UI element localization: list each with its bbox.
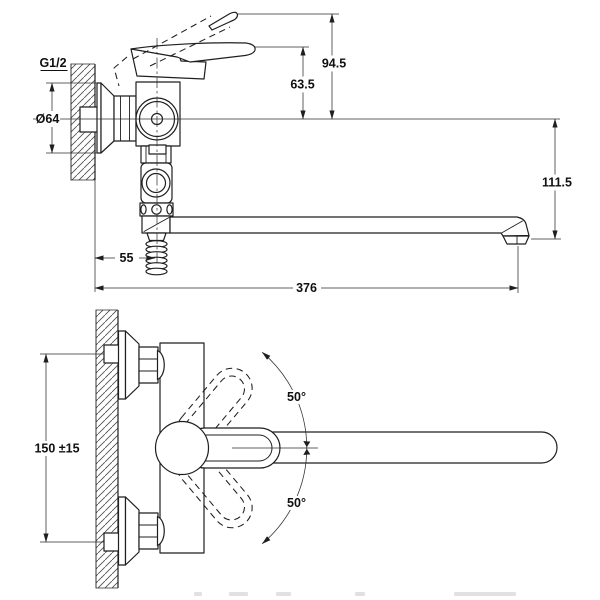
swing-angle-dimension: 50° 50° — [232, 352, 318, 544]
dim-label-mounting-centers: 150 ±15 — [34, 442, 79, 456]
upper-wall-fitting — [103, 330, 159, 400]
lower-body-side — [139, 144, 174, 234]
dimensions-side: G1/2 Ø64 63.5 94.5 111.5 — [36, 13, 573, 296]
hex-nut — [113, 95, 137, 142]
hex-nut — [138, 346, 159, 384]
shower-hose-spring — [145, 232, 168, 276]
dim-label-handle-height: 63.5 — [290, 78, 314, 92]
dim-label-swing-angle-down: 50° — [287, 496, 306, 510]
side-view: G1/2 Ø64 63.5 94.5 111.5 — [33, 11, 573, 296]
spout-outlet — [502, 235, 530, 245]
swing-arc — [261, 352, 308, 544]
escutcheon-cone — [124, 496, 140, 566]
spout-arm — [169, 216, 530, 237]
escutcheon-cone — [100, 82, 115, 154]
dim-label-thread: G1/2 — [39, 56, 66, 70]
escutcheon-cone — [124, 330, 140, 400]
plan-view: 50° 50° 150 ±15 — [34, 309, 558, 589]
dim-label-overall-length: 376 — [296, 281, 317, 295]
spout-side — [169, 216, 530, 245]
escutcheon-face — [117, 496, 127, 566]
dim-label-swing-angle-up: 50° — [287, 390, 306, 404]
dim-label-flange-diameter: Ø64 — [36, 112, 60, 126]
dim-label-handle-raised-height: 94.5 — [322, 57, 346, 71]
cartridge-dome — [154, 420, 210, 476]
escutcheon-face — [117, 330, 127, 400]
handle-raised-position — [113, 11, 239, 87]
dim-label-hose-offset: 55 — [120, 251, 134, 265]
handle-raised-tip — [208, 11, 239, 31]
hex-nut — [138, 512, 159, 550]
dim-label-spout-drop: 111.5 — [542, 176, 572, 190]
handle-lever — [130, 42, 256, 63]
page-crop-artifacts — [194, 592, 516, 596]
faucet-body-side — [130, 42, 256, 147]
wall-section-side — [70, 63, 96, 292]
wall-hatch — [96, 310, 118, 588]
wall-connection-side — [79, 82, 137, 154]
mounting-centers-dimension: 150 ±15 — [34, 353, 80, 543]
